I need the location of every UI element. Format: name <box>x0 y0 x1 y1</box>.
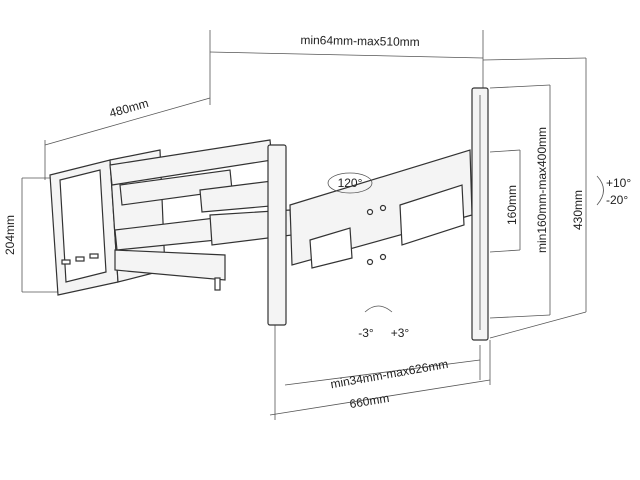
vesa-vertical-label: min160mm-max400mm <box>535 127 549 253</box>
tilt-arrow-icon <box>596 175 604 206</box>
bracket-width-label: 660mm <box>349 391 391 411</box>
vesa-horizontal-label: min34mm-max626mm <box>329 357 449 392</box>
level-plus-label: +3° <box>391 326 410 340</box>
tilt-down-label: -20° <box>606 193 628 207</box>
bracket-height-label: 430mm <box>571 190 585 230</box>
swivel-label: 120° <box>338 176 363 190</box>
arm-extension-label: min64mm-max510mm <box>300 33 420 49</box>
tilt-up-label: +10° <box>606 176 631 190</box>
level-adjust-arrow-icon <box>364 305 393 313</box>
level-minus-label: -3° <box>358 326 374 340</box>
wall-plate-height-label: 204mm <box>3 215 17 255</box>
dimension-lines <box>21 30 587 420</box>
rail-spacing-label: 160mm <box>505 185 519 225</box>
tv-bracket <box>267 87 489 341</box>
swivel-indicator <box>327 172 373 194</box>
